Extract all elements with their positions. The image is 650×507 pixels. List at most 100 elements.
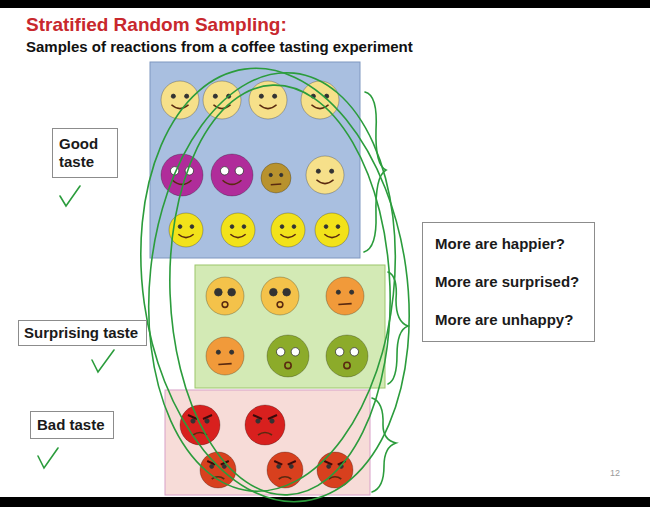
face-mouth <box>223 180 242 184</box>
face-disc <box>206 277 244 315</box>
emoji-face <box>211 154 253 196</box>
face-eye <box>230 350 234 354</box>
face-eye <box>273 94 277 98</box>
face-eye <box>222 464 226 468</box>
face-eye <box>259 94 263 98</box>
face-disc <box>315 213 349 247</box>
node-text: Surprising taste <box>24 324 141 342</box>
face-eye <box>242 225 246 229</box>
face-disc <box>249 81 287 119</box>
stratum-label: Bad taste <box>30 411 114 439</box>
face-eye <box>190 225 194 229</box>
emoji-face <box>315 213 349 247</box>
face-eye <box>216 350 220 354</box>
check-mark <box>92 350 114 372</box>
face-eye <box>335 348 343 356</box>
emoji-face <box>326 335 368 377</box>
face-eye <box>178 225 182 229</box>
emoji-face <box>245 405 285 445</box>
face-eye <box>270 419 274 423</box>
face-mouth <box>259 105 276 109</box>
check-mark <box>60 186 80 206</box>
ink-ellipse <box>129 60 416 503</box>
emoji-face <box>221 213 255 247</box>
emoji-face <box>326 277 364 315</box>
face-eye <box>289 464 293 468</box>
face-eye <box>292 225 296 229</box>
face-eye <box>283 288 291 296</box>
top-bar <box>0 0 650 8</box>
face-disc <box>221 213 255 247</box>
stratum-label: Good taste <box>52 128 118 178</box>
node-text: Good taste <box>59 135 111 171</box>
face-mouth <box>344 362 350 368</box>
face-brow <box>253 415 262 419</box>
face-mouth <box>316 180 333 184</box>
brace <box>372 398 396 492</box>
face-eye <box>185 94 189 98</box>
face-eye <box>235 167 243 175</box>
subtitle: Samples of reactions from a coffee tasti… <box>26 38 413 55</box>
face-mouth <box>258 433 272 436</box>
face-disc <box>245 405 285 445</box>
face-eye <box>228 288 236 296</box>
surprise-panel <box>195 265 385 388</box>
face-mouth <box>173 180 192 184</box>
face-eye <box>280 173 283 176</box>
face-mouth <box>230 234 245 237</box>
hand-annotations <box>38 51 583 507</box>
emoji-face <box>267 335 309 377</box>
emoji-face <box>267 452 303 488</box>
emoji-face <box>261 163 291 193</box>
face-brow <box>203 415 212 419</box>
face-disc <box>326 335 368 377</box>
face-disc <box>261 163 291 193</box>
bottom-bar <box>0 497 650 507</box>
face-mouth <box>218 363 231 366</box>
face-disc <box>306 156 344 194</box>
face-disc <box>161 81 199 119</box>
face-mouth <box>271 183 282 185</box>
ink-ellipse <box>114 51 436 507</box>
face-eye <box>291 348 299 356</box>
emoji-face <box>206 277 244 315</box>
face-disc <box>211 154 253 196</box>
face-brow <box>274 461 282 465</box>
face-eye <box>350 290 354 294</box>
page-number: 12 <box>610 468 620 478</box>
face-mouth <box>178 234 193 237</box>
face-mouth <box>285 362 291 368</box>
emoji-face <box>206 337 244 375</box>
face-disc <box>267 335 309 377</box>
face-brow <box>268 415 277 419</box>
face-eye <box>220 167 228 175</box>
face-disc <box>169 213 203 247</box>
face-eye <box>210 464 214 468</box>
emoji-face <box>249 81 287 119</box>
face-eye <box>280 225 284 229</box>
stratum-label: Surprising taste <box>18 320 147 346</box>
question-box: More are happier?More are surprised?More… <box>422 222 595 342</box>
face-disc <box>206 337 244 375</box>
face-mouth <box>277 302 283 308</box>
face-eye <box>215 288 223 296</box>
face-eye <box>277 464 281 468</box>
face-disc <box>261 277 299 315</box>
face-eye <box>230 225 234 229</box>
brace <box>364 92 386 252</box>
face-eye <box>327 464 331 468</box>
emoji-face <box>161 81 199 119</box>
node-text: More are unhappy? <box>435 311 582 329</box>
node-text: Bad taste <box>37 416 107 434</box>
face-eye <box>336 225 340 229</box>
face-eye <box>213 94 217 98</box>
face-mouth <box>171 105 188 109</box>
face-disc <box>301 81 339 119</box>
face-disc <box>267 452 303 488</box>
face-eye <box>191 419 195 423</box>
face-disc <box>326 277 364 315</box>
emoji-face <box>261 277 299 315</box>
face-brow <box>324 461 332 465</box>
brace <box>388 272 408 384</box>
